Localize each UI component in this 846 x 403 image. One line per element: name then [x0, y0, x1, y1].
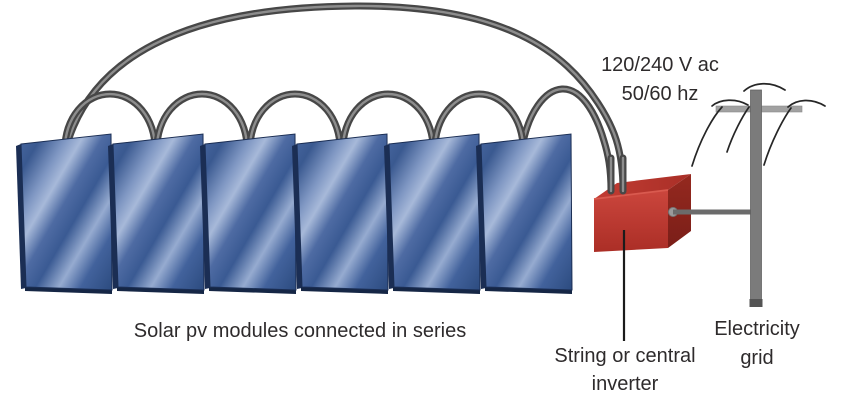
ac-voltage-line1: 120/240 V ac: [601, 54, 719, 76]
ac-voltage-line2: 50/60 hz: [621, 83, 699, 105]
panel-face: [204, 133, 297, 291]
panel-array-caption: Solar pv modules connected in series: [133, 320, 467, 342]
panel-left-edge: [384, 144, 394, 289]
grid-label-line1: Electricity: [714, 318, 800, 340]
inverter-edge-highlight: [593, 189, 669, 200]
inverter-label: String or central inverter: [525, 342, 725, 398]
panel-bottom-edge: [209, 287, 296, 294]
panel-jumper-wire-highlight: [341, 92, 435, 150]
panel-left-edge: [476, 144, 486, 289]
panel-bottom-edge: [301, 287, 388, 294]
power-line-sag: [743, 82, 786, 92]
inverter-front-face: [594, 190, 668, 252]
panel-jumper-wire-highlight: [248, 92, 342, 150]
pole-mast: [750, 89, 762, 303]
solar-panel: [292, 133, 389, 294]
panel-jumper-wire-highlight: [63, 92, 157, 150]
power-line: [763, 107, 792, 166]
panel-face: [388, 133, 481, 291]
panel-face: [20, 133, 113, 291]
panel-face: [296, 133, 389, 291]
power-line-sag: [711, 99, 749, 107]
panel-bottom-edge: [485, 287, 572, 294]
inverter-top-face: [594, 174, 691, 199]
utility-pole: [691, 82, 826, 307]
panel-bottom-edge: [117, 287, 204, 294]
panel-face: [480, 133, 573, 291]
panel-left-edge: [200, 144, 210, 289]
grid-label-line2: grid: [740, 347, 774, 369]
ac-output-wire: [668, 207, 757, 217]
inverter-box: [593, 174, 691, 252]
panel-face: [112, 133, 205, 291]
series-loop-wire-highlight: [64, 4, 625, 193]
panel-jumper-wire-highlight: [433, 92, 525, 150]
pole-base-cap: [749, 299, 763, 307]
power-line: [691, 106, 723, 167]
panel-bottom-edge: [25, 287, 112, 294]
inverter-label-line1: String or central: [554, 345, 696, 367]
panel-left-edge: [16, 144, 26, 289]
solar-panel: [200, 133, 297, 294]
electricity-grid-label: Electricity grid: [682, 315, 832, 373]
solar-panel: [476, 133, 573, 294]
panel-jumper-wire-highlight: [155, 92, 249, 150]
solar-panel: [384, 133, 481, 294]
solar-panel: [16, 133, 113, 294]
dc-wiring: [61, 2, 627, 195]
panel-left-edge: [292, 144, 302, 289]
ac-voltage-label: 120/240 V ac 50/60 hz: [545, 51, 775, 109]
inverter-label-line2: inverter: [591, 373, 659, 395]
panel-left-edge: [108, 144, 118, 289]
power-line: [726, 106, 750, 153]
solar-panel: [108, 133, 205, 294]
panel-bottom-edge: [393, 287, 480, 294]
power-line-sag: [787, 99, 826, 108]
solar-panel-array: [16, 133, 573, 294]
inverter-input-leads: [607, 154, 627, 195]
